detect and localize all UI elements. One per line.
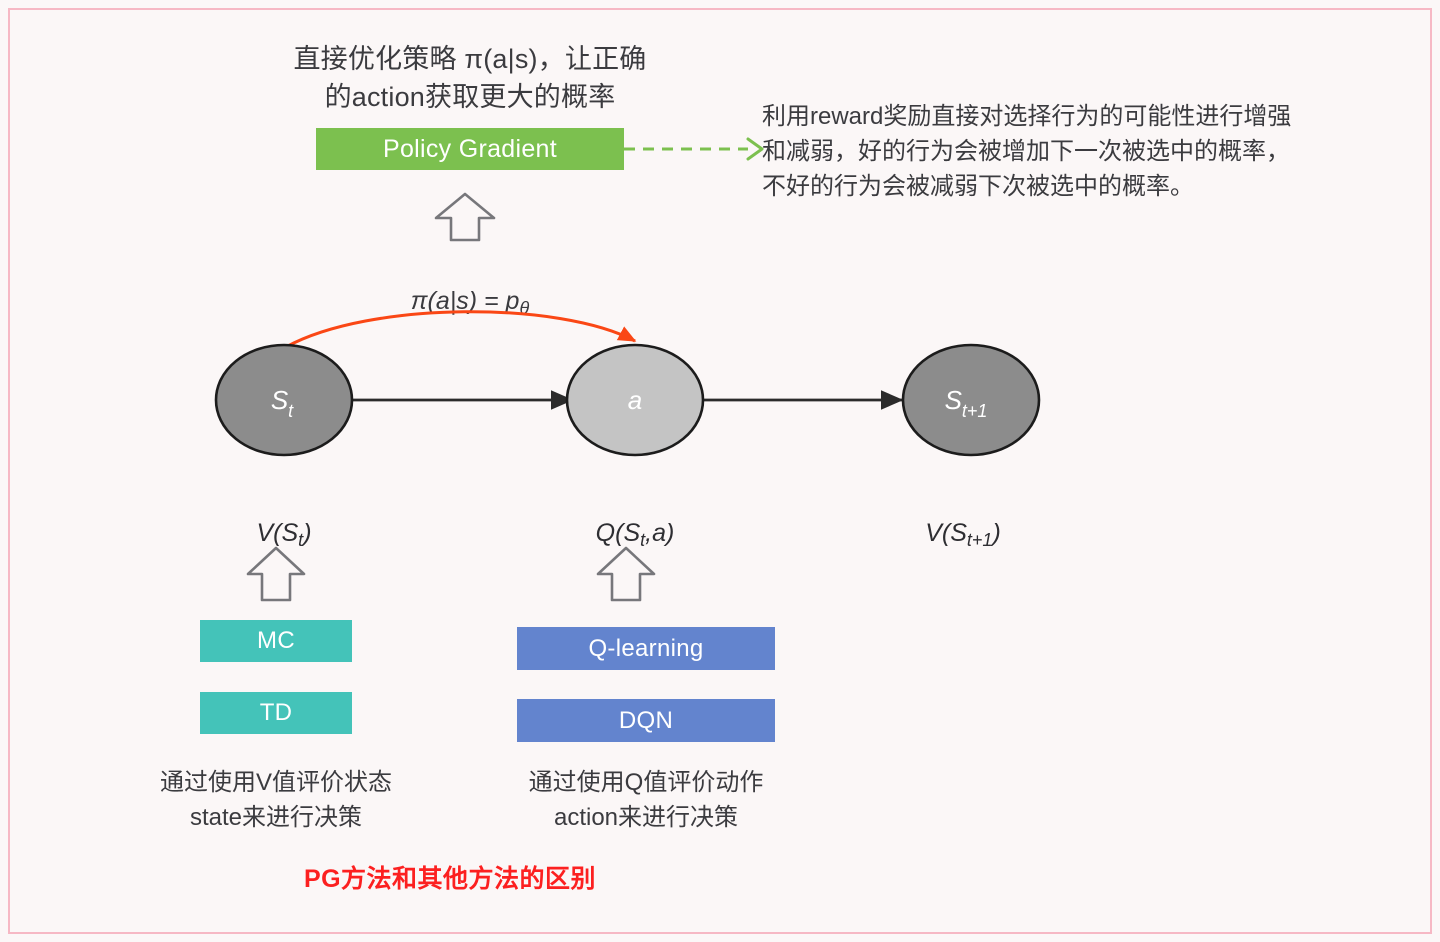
policy-gradient-headline: 直接优化策略 π(a|s)，让正确 的action获取更大的概率 [293, 44, 647, 113]
block-arrow-up-icon-left [246, 546, 306, 602]
method-box-mc[interactable]: MC [200, 620, 352, 662]
node-state-t-plus-1-text: S [945, 385, 963, 415]
svg-text:St: St [271, 385, 294, 421]
label-v-state-t-subscript: t [298, 529, 304, 550]
policy-gradient-label: Policy Gradient [382, 134, 558, 163]
label-v-next-subscript: t+1 [966, 529, 993, 550]
edge-policy-curve [285, 310, 637, 349]
node-state-t-plus-1-subscript: t+1 [962, 401, 988, 421]
method-box-dqn[interactable]: DQN [517, 699, 775, 742]
label-v-next-main: V(S [925, 518, 967, 547]
policy-gradient-box[interactable]: Policy Gradient [316, 128, 624, 170]
policy-formula-main: π(a|s) = p [410, 286, 520, 315]
label-q-state-action: Q(St,a) [520, 480, 750, 553]
caption-value-based-state: 通过使用V值评价状态 state来进行决策 [159, 769, 392, 831]
label-v-state-t: V(St) [184, 480, 384, 553]
label-q-subscript: t [640, 529, 646, 550]
label-v-state-t-plus-1: V(St+1) [848, 480, 1078, 553]
method-box-td[interactable]: TD [200, 692, 352, 734]
method-box-q-learning[interactable]: Q-learning [517, 627, 775, 670]
label-q-tail: ,a) [645, 518, 675, 547]
dashed-arrow-icon [624, 137, 764, 161]
block-arrow-up-icon-right [596, 546, 656, 602]
label-v-state-t-tail: ) [303, 518, 312, 547]
reward-explanation-note: 利用reward奖励直接对选择行为的可能性进行增强 和减弱，好的行为会被增加下一… [762, 103, 1292, 200]
node-state-t-subscript: t [288, 401, 294, 421]
caption-value-based-action: 通过使用Q值评价动作 action来进行决策 [528, 769, 764, 831]
svg-text:a: a [628, 385, 642, 415]
policy-formula: π(a|s) = pθ [360, 248, 580, 321]
svg-text:St+1: St+1 [945, 385, 988, 421]
node-action[interactable]: a [565, 343, 705, 457]
label-v-next-tail: ) [992, 518, 1001, 547]
node-state-t-plus-1[interactable]: St+1 [901, 343, 1041, 457]
figure-title: PG方法和其他方法的区别 [303, 865, 597, 893]
method-box-dqn-label: DQN [618, 706, 674, 734]
method-box-mc-label: MC [257, 627, 295, 654]
mdp-transition-graph: St a St+1 [214, 310, 1041, 457]
method-box-q-learning-label: Q-learning [588, 634, 704, 662]
label-q-main: Q(S [595, 518, 641, 547]
policy-formula-subscript: θ [519, 297, 530, 318]
node-state-t-text: S [271, 385, 289, 415]
node-state-t[interactable]: St [214, 343, 354, 457]
method-box-td-label: TD [259, 699, 293, 726]
block-arrow-up-icon [434, 192, 496, 242]
node-action-text: a [628, 385, 642, 415]
label-v-state-t-main: V(S [256, 518, 299, 547]
